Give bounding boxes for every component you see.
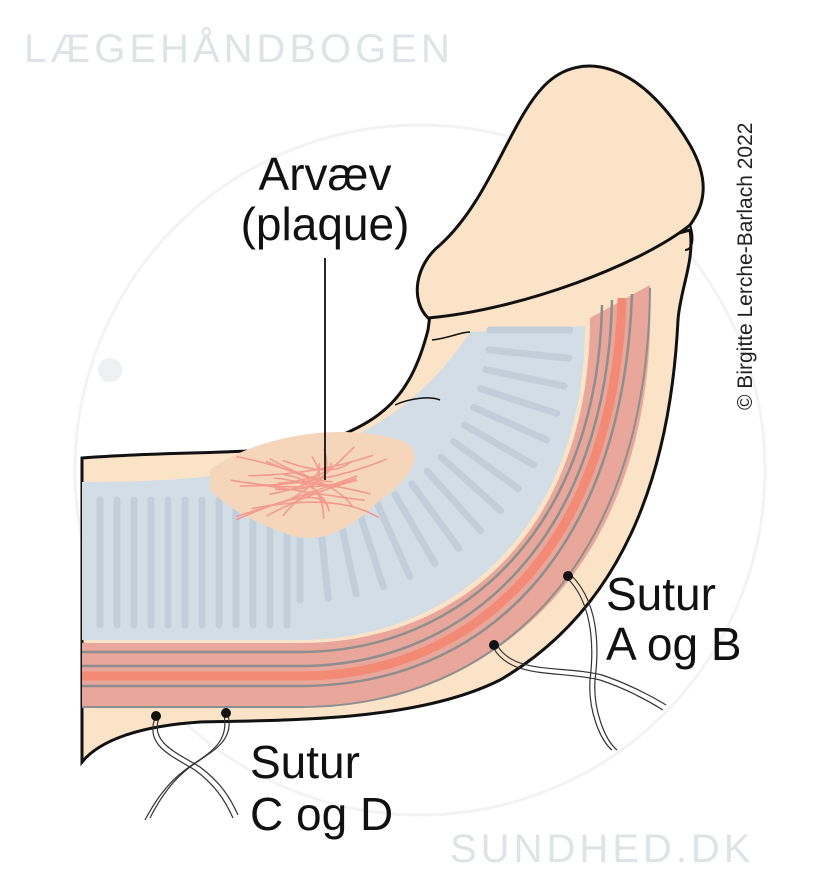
plaque-fiber — [282, 459, 351, 471]
suture-d-knot — [221, 708, 231, 718]
septum — [437, 453, 505, 515]
plaque-fiber — [230, 477, 358, 488]
suture-c-knot — [151, 711, 161, 721]
artery-line — [82, 297, 627, 681]
suture-b-knot — [489, 640, 499, 650]
septum — [423, 467, 485, 535]
septum — [477, 385, 561, 417]
plaque-fiber — [236, 455, 354, 508]
plaque-fiber — [236, 475, 358, 518]
suture-a-b — [492, 574, 667, 751]
plaque-fiber — [266, 479, 358, 517]
watermark — [73, 123, 767, 817]
plaque-fiber — [248, 454, 374, 477]
septum — [408, 480, 463, 552]
suture-c-d — [144, 714, 239, 821]
plaque-fiber — [282, 492, 330, 517]
corpus-septa — [96, 326, 574, 629]
suture-a-knot — [563, 571, 573, 581]
septum — [373, 500, 414, 581]
septum — [482, 366, 568, 390]
suture-cd-label-line1: Sutur — [250, 736, 360, 788]
copyright-text: © Birgitte Lerche-Barlach 2022 — [734, 123, 757, 410]
glans — [415, 64, 705, 320]
septum — [485, 346, 573, 362]
plaque-fiber — [265, 462, 332, 487]
watermark-top-text: LÆGEHÅNDBOGEN — [24, 26, 454, 71]
plaque-label-line2: (plaque) — [241, 198, 410, 250]
plaque-fiber — [269, 463, 321, 496]
septum — [391, 491, 439, 568]
suture-ab-label-line1: Sutur — [606, 568, 716, 620]
septum — [355, 507, 387, 591]
septum — [461, 421, 538, 469]
suture-ab-label-line2: A og B — [606, 618, 742, 670]
septum — [450, 438, 522, 493]
suture-cd-label-line2: C og D — [250, 788, 393, 840]
septum — [470, 403, 551, 444]
plaque-fibers — [230, 446, 387, 521]
plaque-fiber — [269, 457, 333, 483]
plaque-fiber — [289, 446, 355, 501]
plaque-label-line1: Arvæv — [259, 148, 392, 200]
watermark-bottom-text: SUNDHED.DK — [450, 827, 754, 871]
